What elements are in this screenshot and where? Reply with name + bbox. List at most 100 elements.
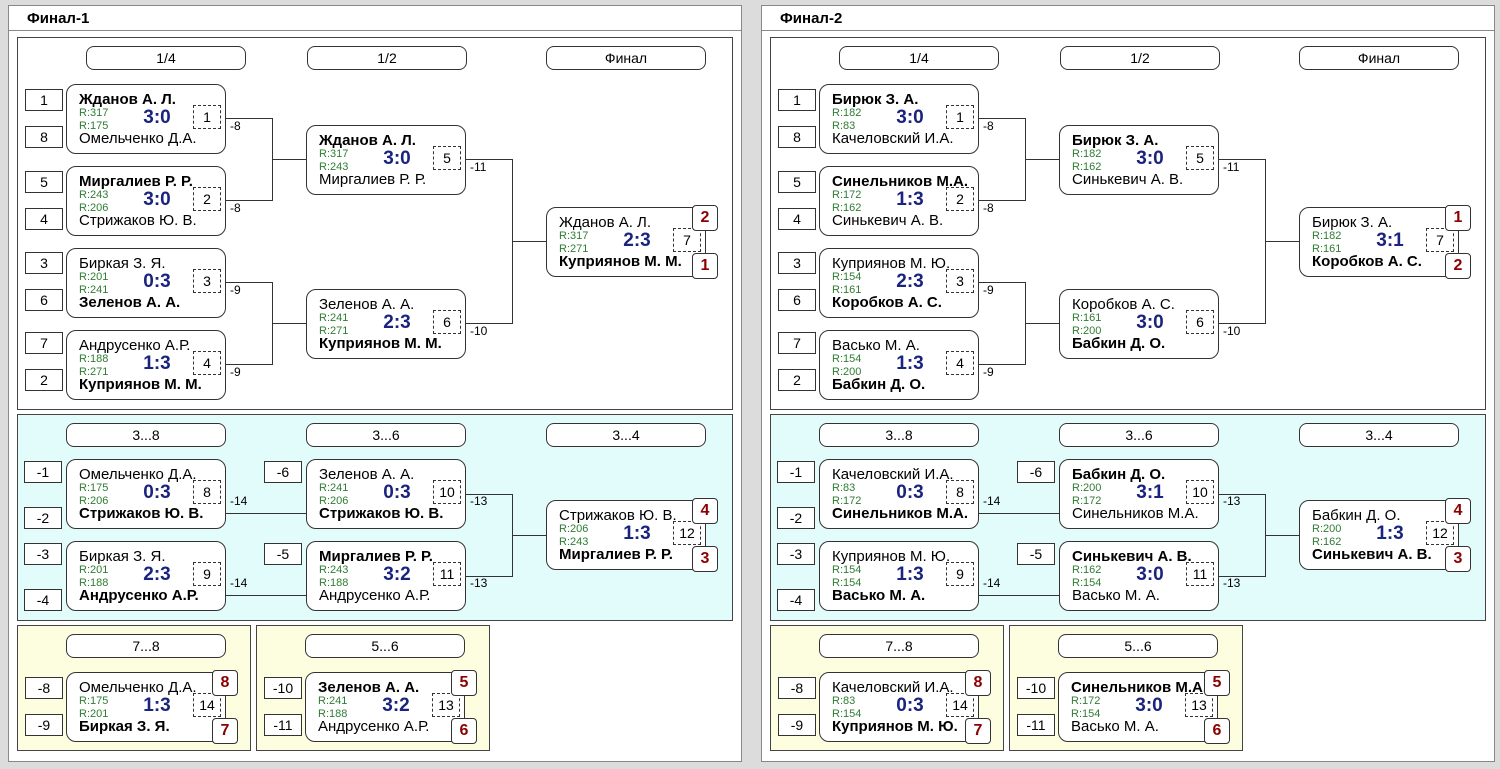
match-score: 3:0 [1136, 312, 1164, 333]
final-title: Финал-1 [9, 6, 741, 31]
round-label: 5...6 [305, 634, 465, 658]
player-1-name: Бабкин Д. О. [1072, 466, 1166, 483]
player-2-rating: R:188 [318, 708, 348, 720]
player-2-rating: R:172 [1072, 495, 1102, 507]
round-label: 3...8 [819, 423, 979, 447]
bracket-connector [272, 159, 306, 160]
player-2-rating: R:154 [1072, 577, 1102, 589]
player-2-name: Синькевич А. В. [832, 212, 944, 229]
bracket-connector [466, 576, 512, 577]
round-label: 5...6 [1058, 634, 1218, 658]
seed-number: -3 [777, 543, 815, 565]
final-title: Финал-2 [762, 6, 1494, 31]
loser-destination: -8 [230, 201, 241, 215]
match-score: 3:0 [1136, 148, 1164, 169]
seed-number: 3 [25, 252, 63, 274]
player-2-name: Биркая З. Я. [79, 718, 170, 735]
loser-destination: -13 [470, 576, 488, 590]
bracket-connector [979, 513, 1059, 514]
match-number: 9 [193, 562, 221, 586]
player-1-rating: R:317 [319, 148, 349, 160]
loser-destination: -11 [470, 160, 487, 174]
match-score: 0:3 [143, 482, 171, 503]
loser-destination: -14 [983, 576, 1001, 590]
player-2-rating: R:243 [319, 161, 349, 173]
player-2-name: Васько М. А. [1071, 718, 1159, 735]
seed-number: -1 [777, 461, 815, 483]
player-1-rating: R:241 [319, 312, 349, 324]
seed-number: 5 [25, 171, 63, 193]
player-1-name: Андрусенко А.Р. [79, 337, 191, 354]
match-score: 3:1 [1136, 482, 1164, 503]
seed-number: -4 [24, 589, 62, 611]
player-2-rating: R:271 [559, 243, 589, 255]
player-1-rating: R:200 [1072, 482, 1102, 494]
player-2-rating: R:162 [1312, 536, 1342, 548]
match-score: 0:3 [143, 271, 171, 292]
player-2-rating: R:241 [79, 284, 109, 296]
player-2-rating: R:201 [79, 708, 109, 720]
seed-number: 1 [778, 89, 816, 111]
match-number: 8 [946, 480, 974, 504]
match-number: 1 [946, 105, 974, 129]
match-number: 5 [1186, 146, 1214, 170]
bracket-connector [512, 535, 546, 536]
loser-destination: -11 [1223, 160, 1240, 174]
seed-number: 1 [25, 89, 63, 111]
bracket-connector [1265, 241, 1299, 242]
match-number: 2 [946, 187, 974, 211]
player-2-name: Куприянов М. М. [559, 253, 682, 270]
player-2-rating: R:161 [832, 284, 862, 296]
loser-destination: -9 [983, 283, 994, 297]
player-2-name: Миргалиев Р. Р. [559, 546, 673, 563]
player-1-name: Омельченко Д.А. [79, 466, 197, 483]
round-label: 3...8 [66, 423, 226, 447]
player-1-name: Миргалиев Р. Р. [319, 548, 433, 565]
player-2-rating: R:175 [79, 120, 109, 132]
player-1-rating: R:188 [79, 353, 109, 365]
player-2-rating: R:271 [319, 325, 349, 337]
seed-number: -6 [1017, 461, 1055, 483]
place-badge: 7 [212, 718, 238, 744]
player-2-name: Синькевич А. В. [1072, 171, 1184, 188]
match-score: 0:3 [383, 482, 411, 503]
player-1-rating: R:175 [79, 482, 109, 494]
player-1-rating: R:154 [832, 271, 862, 283]
seed-number: 7 [25, 332, 63, 354]
player-1-rating: R:201 [79, 271, 109, 283]
player-1-name: Зеленов А. А. [319, 466, 415, 483]
